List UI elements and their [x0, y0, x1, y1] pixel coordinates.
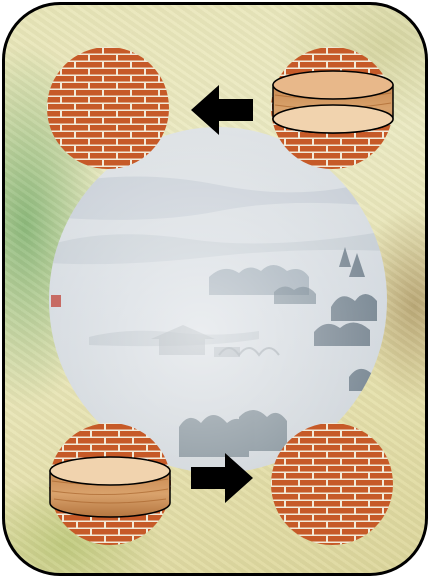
- puzzle-card: [2, 2, 428, 576]
- brick-tile-top-left[interactable]: [47, 47, 169, 169]
- wooden-disc-top-right[interactable]: [271, 69, 395, 137]
- arrow-right-icon: [191, 453, 253, 503]
- landscape-painting: [49, 127, 387, 473]
- arrow-left-icon: [191, 85, 253, 135]
- brick-tile-bottom-right[interactable]: [271, 423, 393, 545]
- wooden-disc-bottom-left[interactable]: [48, 453, 172, 521]
